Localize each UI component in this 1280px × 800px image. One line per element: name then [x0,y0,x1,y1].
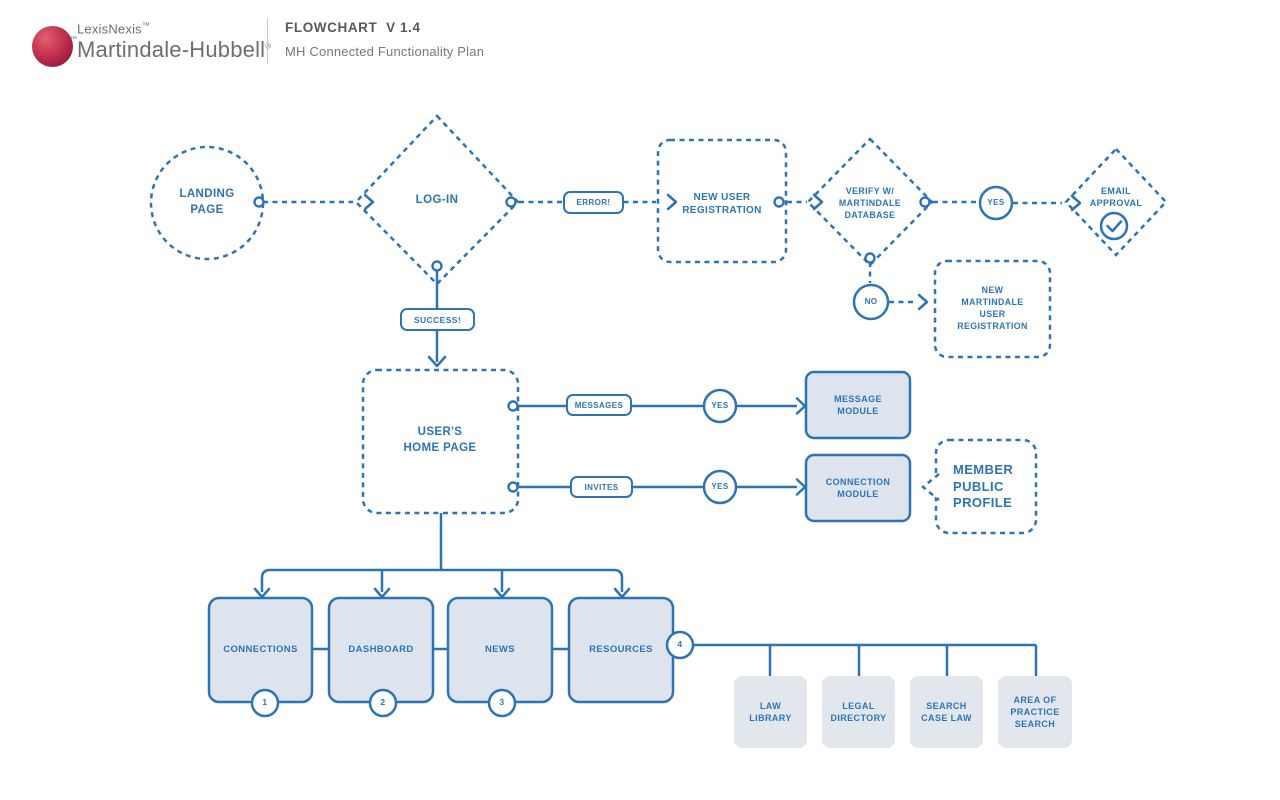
law-library-shape [734,676,807,748]
dot-home-invites [507,481,519,493]
arrow-into-home [427,355,447,368]
badge-2-circle [368,688,398,718]
node-dashboard: DASHBOARD [348,643,414,655]
arrow-into-new-user-registration [666,193,678,211]
node-search-case-law: SEARCH CASE LAW [921,700,972,723]
label-messages: MESSAGES [566,394,632,416]
badge-1-circle [250,688,280,718]
search-case-law-shape [910,676,983,748]
arrow-into-login [363,193,375,211]
node-law-library: LAW LIBRARY [749,700,792,723]
legal-directory-shape [822,676,895,748]
page-title: FLOWCHART V 1.4 [285,20,421,35]
node-resources: RESOURCES [589,643,653,655]
label-success: SUCCESS! [400,308,475,331]
yes-messages-circle [702,388,738,424]
dot-verify-right [919,196,931,208]
header-divider [267,19,268,64]
area-of-practice-shape [998,676,1072,748]
new-user-registration-shape [656,138,788,264]
message-module-shape [804,370,912,440]
tree-branch-rail [260,568,624,592]
dot-landing-out [253,196,265,208]
yes-verify-circle [978,185,1014,221]
arrow-into-email-approval [1070,194,1082,212]
dot-newuser-out [773,196,785,208]
node-verify: VERIFY W/ MARTINDALE DATABASE [838,186,902,220]
arrow-into-new-martindale [917,293,929,311]
new-martindale-registration-shape [933,259,1052,359]
yes-invites-circle [702,469,738,505]
no-verify-circle [852,283,890,321]
dot-verify-bottom [864,252,876,264]
node-legal-directory: LEGAL DIRECTORY [830,700,887,723]
node-news: NEWS [484,643,516,655]
node-yes-verify: YES [987,197,1005,207]
users-home-page-shape [361,368,520,515]
logo-trademark: ™ [70,36,77,43]
check-circle-icon [1099,211,1129,241]
arrow-into-verify [812,193,824,211]
node-login: LOG-IN [415,194,459,207]
label-invites: INVITES [570,476,633,498]
badge-dashboard: 2 [380,697,386,708]
arrow-into-connection-module [795,478,807,496]
node-message-module: MESSAGE MODULE [834,393,882,416]
node-connections: CONNECTIONS [223,643,298,655]
badge-4-circle [665,630,695,660]
page-subtitle: MH Connected Functionality Plan [285,44,485,59]
login-diamond-shape [354,114,520,286]
lexisnexis-logo-sphere-icon [32,26,73,67]
checkmark-icon [1106,220,1123,233]
dot-home-messages [507,400,519,412]
brand-block: LexisNexis™ Martindale-Hubbell® [77,21,271,63]
badge-resources: 4 [677,639,683,650]
brand-martindale-hubbell: Martindale-Hubbell® [77,37,272,63]
email-approval-diamond-shape [1064,147,1168,257]
lexisnexis-trademark: ™ [141,21,151,30]
node-email-approval: EMAIL APPROVAL [1089,185,1143,208]
dot-login-right [505,196,517,208]
arrow-into-message-module [795,397,807,415]
node-area-of-practice-search: AREA OF PRACTICE SEARCH [1010,694,1060,730]
martindale-registered-mark: ® [265,42,272,51]
member-public-profile-shape [934,438,1038,535]
brand-lexisnexis: LexisNexis™ [77,21,151,37]
node-no-verify: NO [864,296,878,306]
node-connection-module: CONNECTION MODULE [825,476,891,499]
connection-module-shape [804,453,912,523]
node-new-martindale-registration: NEW MARTINDALE USER REGISTRATION [957,285,1028,331]
dot-login-bottom [431,260,443,272]
node-users-home-page: USER'S HOME PAGE [403,426,477,454]
badge-news: 3 [499,697,505,708]
badge-connections: 1 [262,697,268,708]
node-yes-messages: YES [711,400,729,410]
member-public-profile-tail [921,473,940,501]
node-new-user-registration: NEW USER REGISTRATION [682,191,762,217]
node-member-public-profile: MEMBER PUBLIC PROFILE [953,462,1014,511]
badge-3-circle [487,688,517,718]
label-error: ERROR! [563,191,624,214]
node-yes-invites: YES [711,481,729,491]
node-landing-page: LANDING PAGE [179,188,235,216]
verify-diamond-shape [806,137,934,267]
